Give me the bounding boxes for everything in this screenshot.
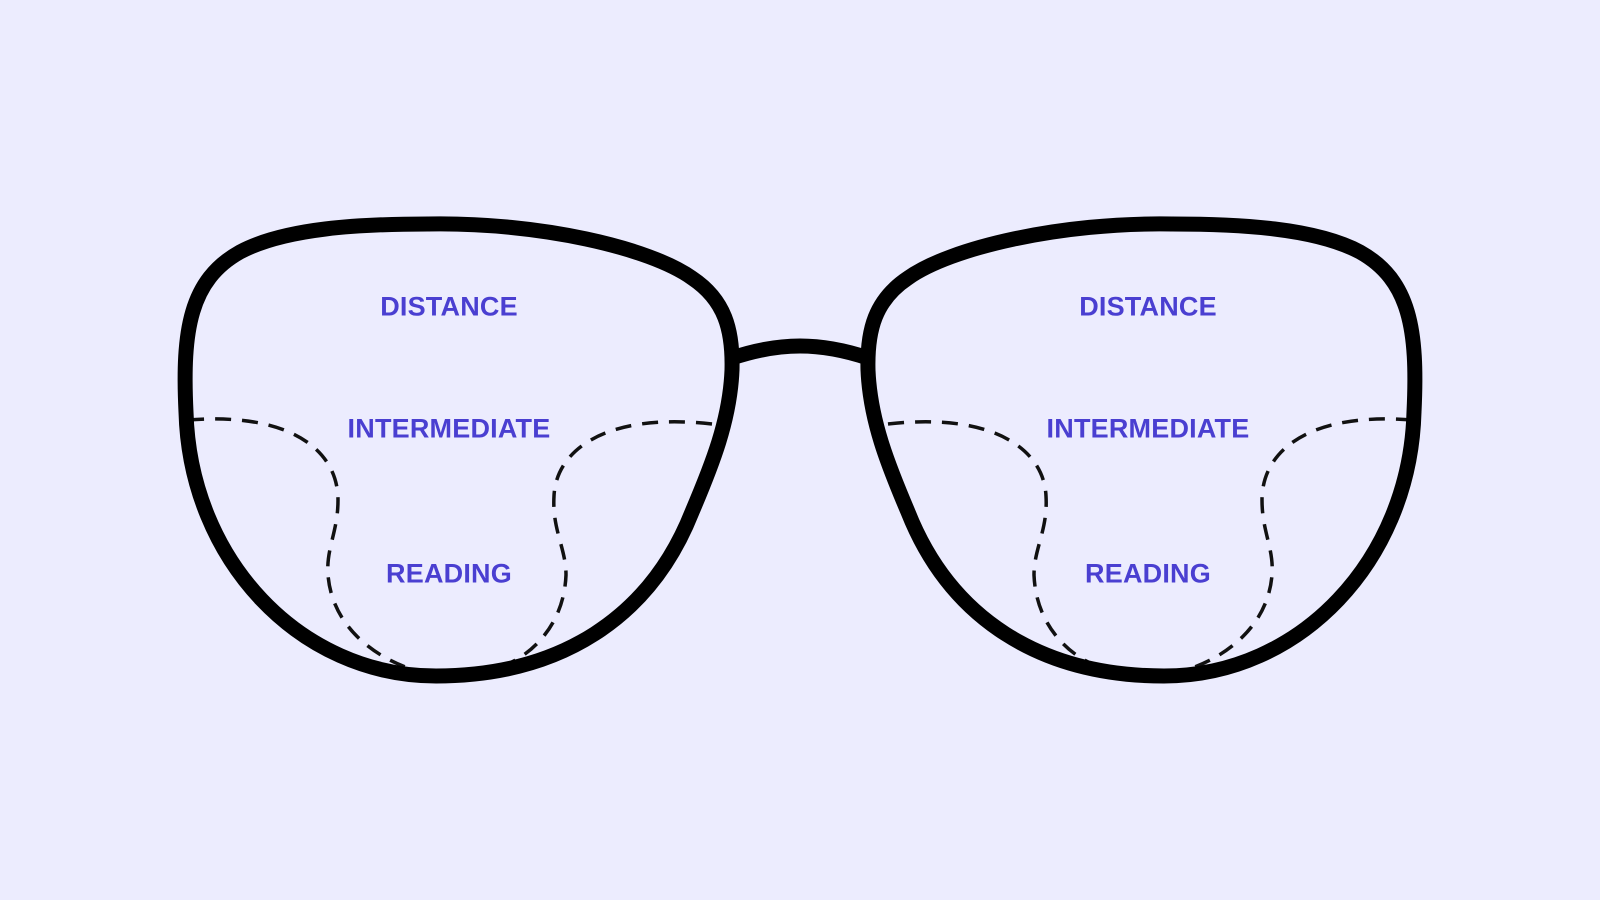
left-lens-right-corridor-boundary — [511, 420, 713, 664]
right-lens-distance-label: DISTANCE — [1079, 291, 1217, 322]
nose-bridge — [724, 338, 876, 366]
right-lens-reading-label: READING — [1085, 558, 1211, 589]
right-lens-zone-boundaries — [887, 417, 1413, 670]
right-lens-intermediate-label: INTERMEDIATE — [1046, 413, 1250, 444]
left-lens-zone-boundaries — [187, 417, 713, 670]
left-lens-rim — [177, 216, 740, 684]
right-lens-left-corridor-boundary — [887, 420, 1089, 664]
right-lens-rim — [860, 216, 1423, 684]
left-lens-intermediate-label: INTERMEDIATE — [347, 413, 551, 444]
right-lens-right-corridor-boundary — [1191, 417, 1413, 670]
left-lens-left-corridor-boundary — [187, 417, 409, 670]
left-lens-distance-label: DISTANCE — [380, 291, 518, 322]
left-lens-reading-label: READING — [386, 558, 512, 589]
glasses-frame — [177, 216, 1423, 684]
